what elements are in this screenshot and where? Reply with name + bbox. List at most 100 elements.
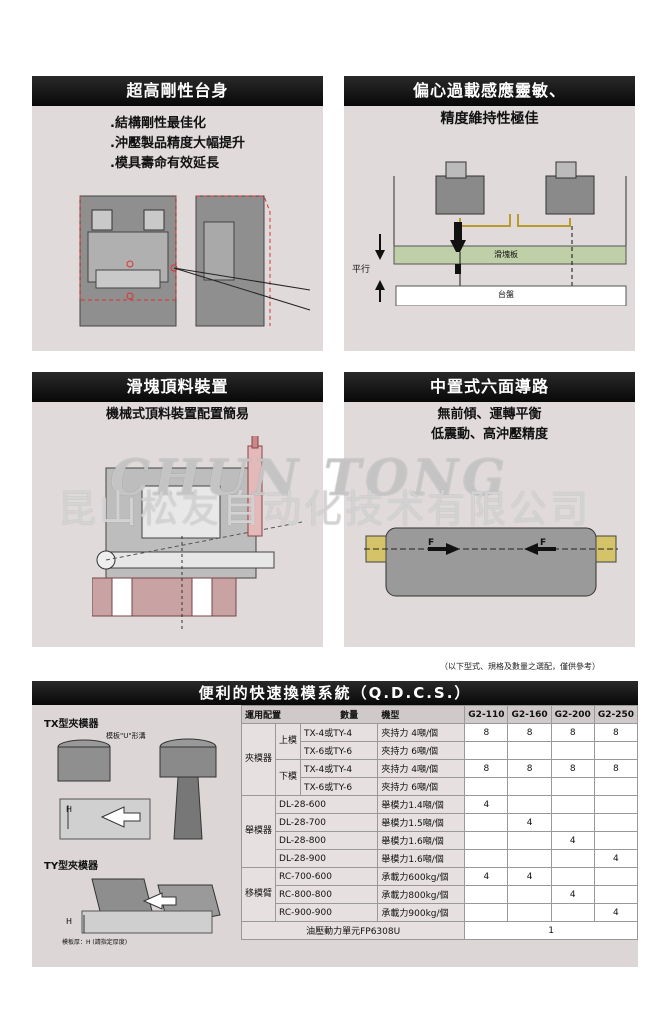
eccentric-diagram bbox=[375, 161, 627, 306]
eccentric-subtitle: 精度維持性極佳 bbox=[440, 111, 539, 127]
ejector-diagram bbox=[92, 436, 303, 632]
rigidity-bullets: .結構剛性最佳化 .沖壓製品精度大幅提升 .模具壽命有效延長 bbox=[110, 114, 245, 174]
quantity-cell bbox=[464, 903, 509, 922]
item-spec: 夾持力 4噸/個 bbox=[377, 723, 466, 742]
quantity-cell bbox=[593, 741, 639, 760]
model-col-4: G2-250 bbox=[593, 705, 639, 724]
quantity-cell bbox=[593, 813, 639, 832]
quantity-cell: 4 bbox=[593, 849, 639, 868]
qdcs-spec-table: 運用配置 數量 機型 G2-110 G2-160 G2-200 G2-250 夾… bbox=[240, 705, 639, 940]
model-col-1: G2-110 bbox=[464, 705, 509, 724]
quantity-cell bbox=[464, 741, 509, 760]
item-model: RC-800-800 bbox=[275, 885, 379, 904]
item-spec: 舉模力1.5噸/個 bbox=[377, 813, 466, 832]
quantity-cell bbox=[550, 777, 595, 796]
quantity-cell bbox=[593, 795, 639, 814]
quantity-cell: 4 bbox=[550, 831, 595, 850]
press-frame-diagram bbox=[79, 195, 311, 327]
quantity-cell: 8 bbox=[464, 723, 509, 742]
subgroup-label: 上模 bbox=[275, 723, 302, 760]
qdcs-section: 便利的快速換模系統（Q.D.C.S.） TX型夾模器 模板"U"形溝 H TY型… bbox=[32, 681, 639, 967]
quantity-cell bbox=[507, 903, 552, 922]
options-note: （以下型式、規格及數量之選配，僅供參考） bbox=[440, 662, 600, 671]
force-left-label: F bbox=[428, 538, 435, 548]
item-spec: 承載力800kg/個 bbox=[377, 885, 466, 904]
quantity-cell: 4 bbox=[593, 903, 639, 922]
quantity-cell: 4 bbox=[507, 867, 552, 886]
item-spec: 承載力900kg/個 bbox=[377, 903, 466, 922]
quantity-cell: 4 bbox=[550, 885, 595, 904]
ty-clamp-diagram bbox=[81, 878, 221, 934]
model-col-2: G2-160 bbox=[507, 705, 552, 724]
subgroup-label: 下模 bbox=[275, 759, 302, 796]
item-model: DL-28-900 bbox=[275, 849, 379, 868]
quantity-cell: 8 bbox=[550, 759, 595, 778]
qdcs-title: 便利的快速換模系統（Q.D.C.S.） bbox=[32, 681, 638, 705]
header-config: 運用配置 bbox=[245, 711, 282, 721]
quantity-cell bbox=[593, 885, 639, 904]
tx-clamp-diagram bbox=[57, 738, 217, 840]
quantity-cell bbox=[550, 795, 595, 814]
quantity-cell bbox=[464, 885, 509, 904]
parallel-label: 平行 bbox=[352, 265, 371, 275]
item-model: TX-4或TY-4 bbox=[300, 759, 379, 778]
item-model: TX-6或TY-6 bbox=[300, 741, 379, 760]
rigidity-panel: 超高剛性台身 .結構剛性最佳化 .沖壓製品精度大幅提升 .模具壽命有效延長 bbox=[32, 76, 323, 351]
tx-clamp-label: TX型夾模器 bbox=[44, 719, 99, 730]
quantity-cell bbox=[550, 867, 595, 886]
quantity-cell bbox=[593, 831, 639, 850]
ejector-panel: 滑塊頂料裝置 機械式頂料裝置配置簡易 bbox=[32, 372, 323, 647]
item-spec: 舉模力1.4噸/個 bbox=[377, 795, 466, 814]
slide-plate-label: 滑塊板 bbox=[494, 250, 518, 259]
guide-line-2: 低震動、高沖壓精度 bbox=[430, 427, 548, 442]
guide-diagram bbox=[364, 527, 618, 597]
quantity-cell bbox=[507, 885, 552, 904]
rigidity-bullet-3: .模具壽命有效延長 bbox=[110, 156, 219, 171]
quantity-cell bbox=[464, 831, 509, 850]
guide-panel: 中置式六面導路 無前傾、運轉平衡 低震動、高沖壓精度 F F bbox=[344, 372, 635, 647]
item-model: DL-28-700 bbox=[275, 813, 379, 832]
item-spec: 夾持力 4噸/個 bbox=[377, 759, 466, 778]
quantity-cell: 8 bbox=[593, 759, 639, 778]
force-right-label: F bbox=[540, 538, 547, 548]
quantity-cell: 8 bbox=[464, 759, 509, 778]
quantity-cell bbox=[464, 777, 509, 796]
quantity-cell bbox=[507, 795, 552, 814]
eccentric-panel: 偏心過載感應靈敏、 精度維持性極佳 平行 滑塊板 台盤 bbox=[344, 76, 635, 351]
ejector-subtitle: 機械式頂料裝置配置簡易 bbox=[105, 407, 249, 422]
quantity-cell: 4 bbox=[507, 813, 552, 832]
tx-h-label: H bbox=[66, 805, 73, 814]
guide-line-1: 無前傾、運轉平衡 bbox=[437, 407, 542, 422]
ejector-title: 滑塊頂料裝置 bbox=[32, 372, 323, 402]
item-model: TX-6或TY-6 bbox=[300, 777, 379, 796]
quantity-cell bbox=[507, 831, 552, 850]
plate-thickness-note: 模板厚：H (請指定厚度) bbox=[62, 939, 128, 946]
header-model: 機型 bbox=[381, 711, 400, 721]
header-quantity: 數量 bbox=[340, 711, 359, 721]
quantity-cell bbox=[507, 849, 552, 868]
group-label: 夾模器 bbox=[240, 723, 277, 796]
quantity-cell bbox=[550, 903, 595, 922]
quantity-cell bbox=[507, 741, 552, 760]
quantity-cell bbox=[550, 849, 595, 868]
item-model: TX-4或TY-4 bbox=[300, 723, 379, 742]
group-label: 移模臂 bbox=[240, 867, 277, 922]
quantity-cell: 4 bbox=[464, 795, 509, 814]
quantity-cell: 8 bbox=[550, 723, 595, 742]
item-model: DL-28-800 bbox=[275, 831, 379, 850]
hydraulic-label: 油壓動力單元FP6308U bbox=[240, 921, 466, 940]
quantity-cell bbox=[507, 777, 552, 796]
table-header-row: 運用配置 數量 機型 G2-110 G2-160 G2-200 G2-250 bbox=[240, 705, 639, 724]
rigidity-title: 超高剛性台身 bbox=[32, 76, 323, 106]
quantity-cell bbox=[550, 741, 595, 760]
quantity-cell bbox=[464, 813, 509, 832]
hydraulic-value: 1 bbox=[464, 921, 638, 940]
item-spec: 舉模力1.6噸/個 bbox=[377, 849, 466, 868]
